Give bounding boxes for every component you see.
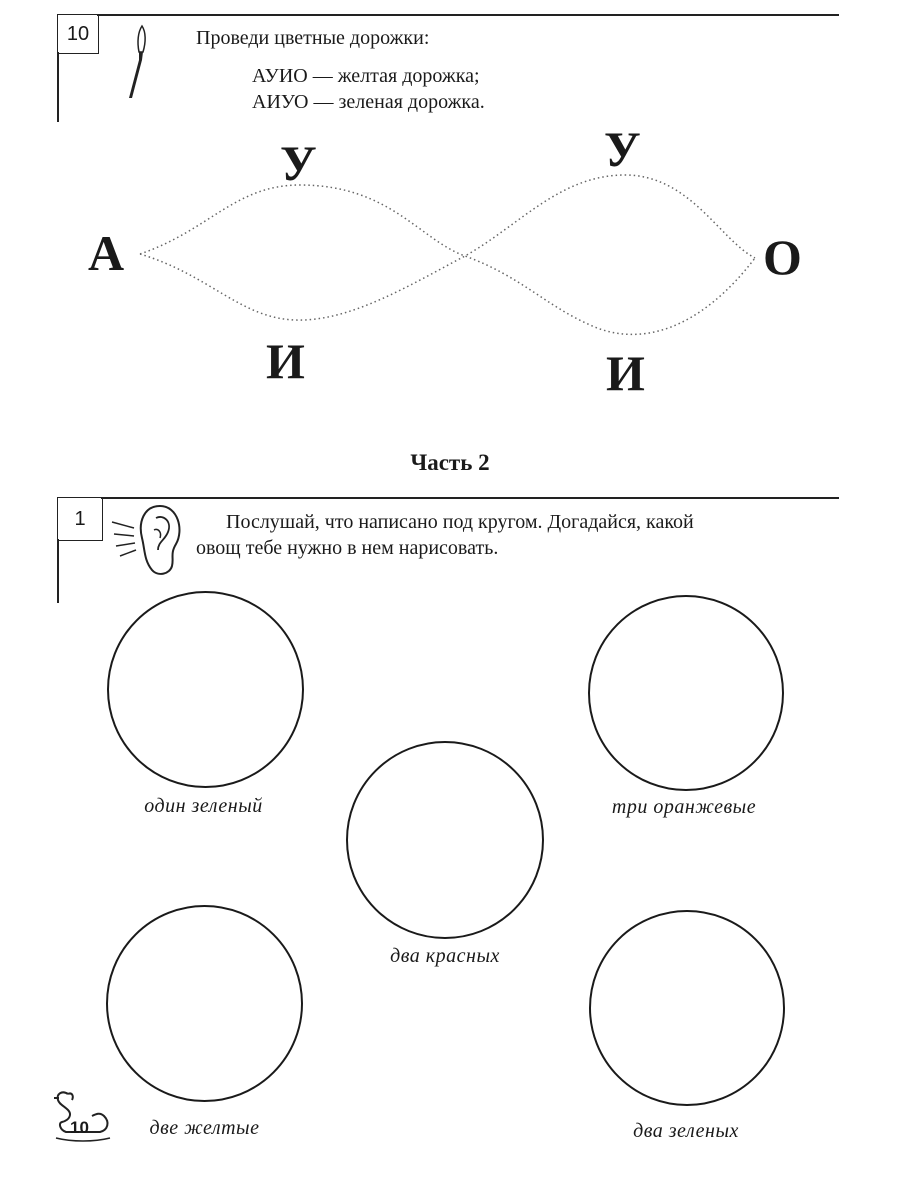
- task-top-rule: [101, 497, 839, 499]
- task-instruction-line1: Послушай, что написано под кругом. Догад…: [226, 511, 694, 533]
- ear-icon: [111, 504, 181, 575]
- dotted-paths[interactable]: [0, 0, 900, 420]
- drawing-circle-top-right[interactable]: [588, 595, 784, 791]
- task-number-box: 1: [57, 497, 103, 541]
- task-instruction: Проведи цветные дорожки:: [196, 27, 430, 49]
- task-number: 10: [66, 22, 90, 45]
- paintbrush-icon: [129, 24, 146, 98]
- green-path-rule: АИУО — зеленая дорожка.: [252, 91, 485, 113]
- task-number: 1: [74, 507, 86, 530]
- part-title: Часть 2: [410, 450, 490, 475]
- caption-middle: два красных: [390, 945, 500, 967]
- letter-u-right: У: [604, 121, 641, 177]
- drawing-circle-top-left[interactable]: [107, 591, 304, 788]
- letter-i-right: И: [606, 345, 645, 401]
- letter-i-left: И: [266, 333, 305, 389]
- caption-bottom-left: две желтые: [149, 1117, 260, 1139]
- task-left-rule: [57, 52, 59, 122]
- caption-top-right: три оранжевые: [611, 796, 757, 818]
- swan-icon: [54, 1091, 111, 1142]
- letter-a: А: [88, 225, 125, 281]
- drawing-circle-middle[interactable]: [346, 741, 544, 939]
- caption-bottom-right: два зеленых: [633, 1120, 739, 1142]
- drawing-circle-bottom-left[interactable]: [106, 905, 303, 1102]
- dotted-path-lower: [139, 174, 756, 321]
- dotted-path-upper: [139, 184, 756, 336]
- letter-o: О: [763, 229, 802, 285]
- task-number-box: 10: [57, 14, 99, 54]
- yellow-path-rule: АУИО — желтая дорожка;: [252, 65, 480, 87]
- letter-u-left: У: [280, 135, 317, 191]
- caption-top-left: один зеленый: [144, 795, 263, 817]
- task-left-rule: [57, 539, 59, 603]
- page-number: 10: [70, 1118, 89, 1137]
- task-top-rule: [97, 14, 839, 16]
- task-instruction-line2: овощ тебе нужно в нем нарисовать.: [196, 537, 499, 559]
- drawing-circle-bottom-right[interactable]: [589, 910, 785, 1106]
